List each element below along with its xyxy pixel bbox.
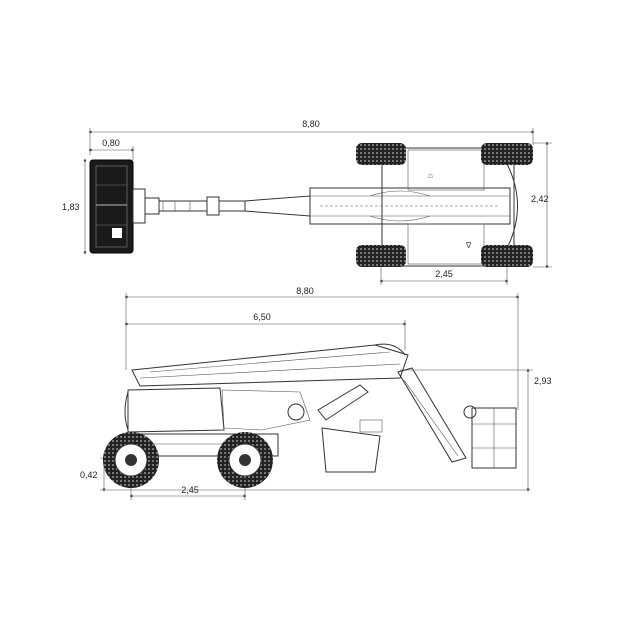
wheels-top — [356, 143, 533, 267]
side-wheelbase-dimension: 2,45 — [129, 485, 247, 500]
boom-top — [244, 187, 511, 225]
jib-side — [397, 367, 517, 469]
linkage-side — [317, 384, 383, 473]
side-overall-length-dimension: 8,80 — [124, 286, 520, 410]
wheels-side — [103, 432, 273, 488]
wheel-top-front-right — [481, 143, 533, 165]
svg-text:⌂: ⌂ — [428, 171, 433, 180]
platform-depth-label: 0,80 — [102, 138, 120, 148]
top-overall-length-dimension: 8,80 — [88, 119, 535, 155]
wheel-top-front-left — [356, 143, 406, 165]
platform-width-label: 1,83 — [62, 202, 80, 212]
side-overall-length-label: 8,80 — [296, 286, 314, 296]
svg-text:∇: ∇ — [465, 241, 472, 250]
top-overall-width-dimension: 2,42 — [531, 141, 552, 269]
jib-arm-top — [132, 188, 246, 224]
stowed-height-label: 2,93 — [534, 376, 552, 386]
boom-reach-label: 6,50 — [253, 312, 271, 322]
wheel-top-rear-left — [356, 245, 406, 267]
wheel-top-rear-right — [481, 245, 533, 267]
stowed-height-dimension: 2,93 — [400, 368, 552, 492]
platform-basket-top — [89, 159, 134, 254]
boom-reach-dimension: 6,50 — [124, 312, 407, 350]
chassis-side — [124, 387, 311, 457]
top-view: 8,80 0,80 1,83 — [62, 119, 552, 285]
top-overall-length-label: 8,80 — [302, 119, 320, 129]
top-overall-width-label: 2,42 — [531, 194, 549, 204]
top-wheelbase-label: 2,45 — [435, 269, 453, 279]
side-view: 8,80 6,50 2,93 0,42 — [80, 286, 552, 500]
ground-clearance-label: 0,42 — [80, 470, 98, 480]
platform-depth-dimension: 0,80 — [88, 138, 135, 160]
top-wheelbase-dimension: 2,45 — [379, 267, 509, 285]
platform-width-dimension: 1,83 — [62, 158, 87, 255]
chassis-top: ⌂ ∇ — [381, 147, 518, 267]
boom-side — [131, 343, 409, 387]
